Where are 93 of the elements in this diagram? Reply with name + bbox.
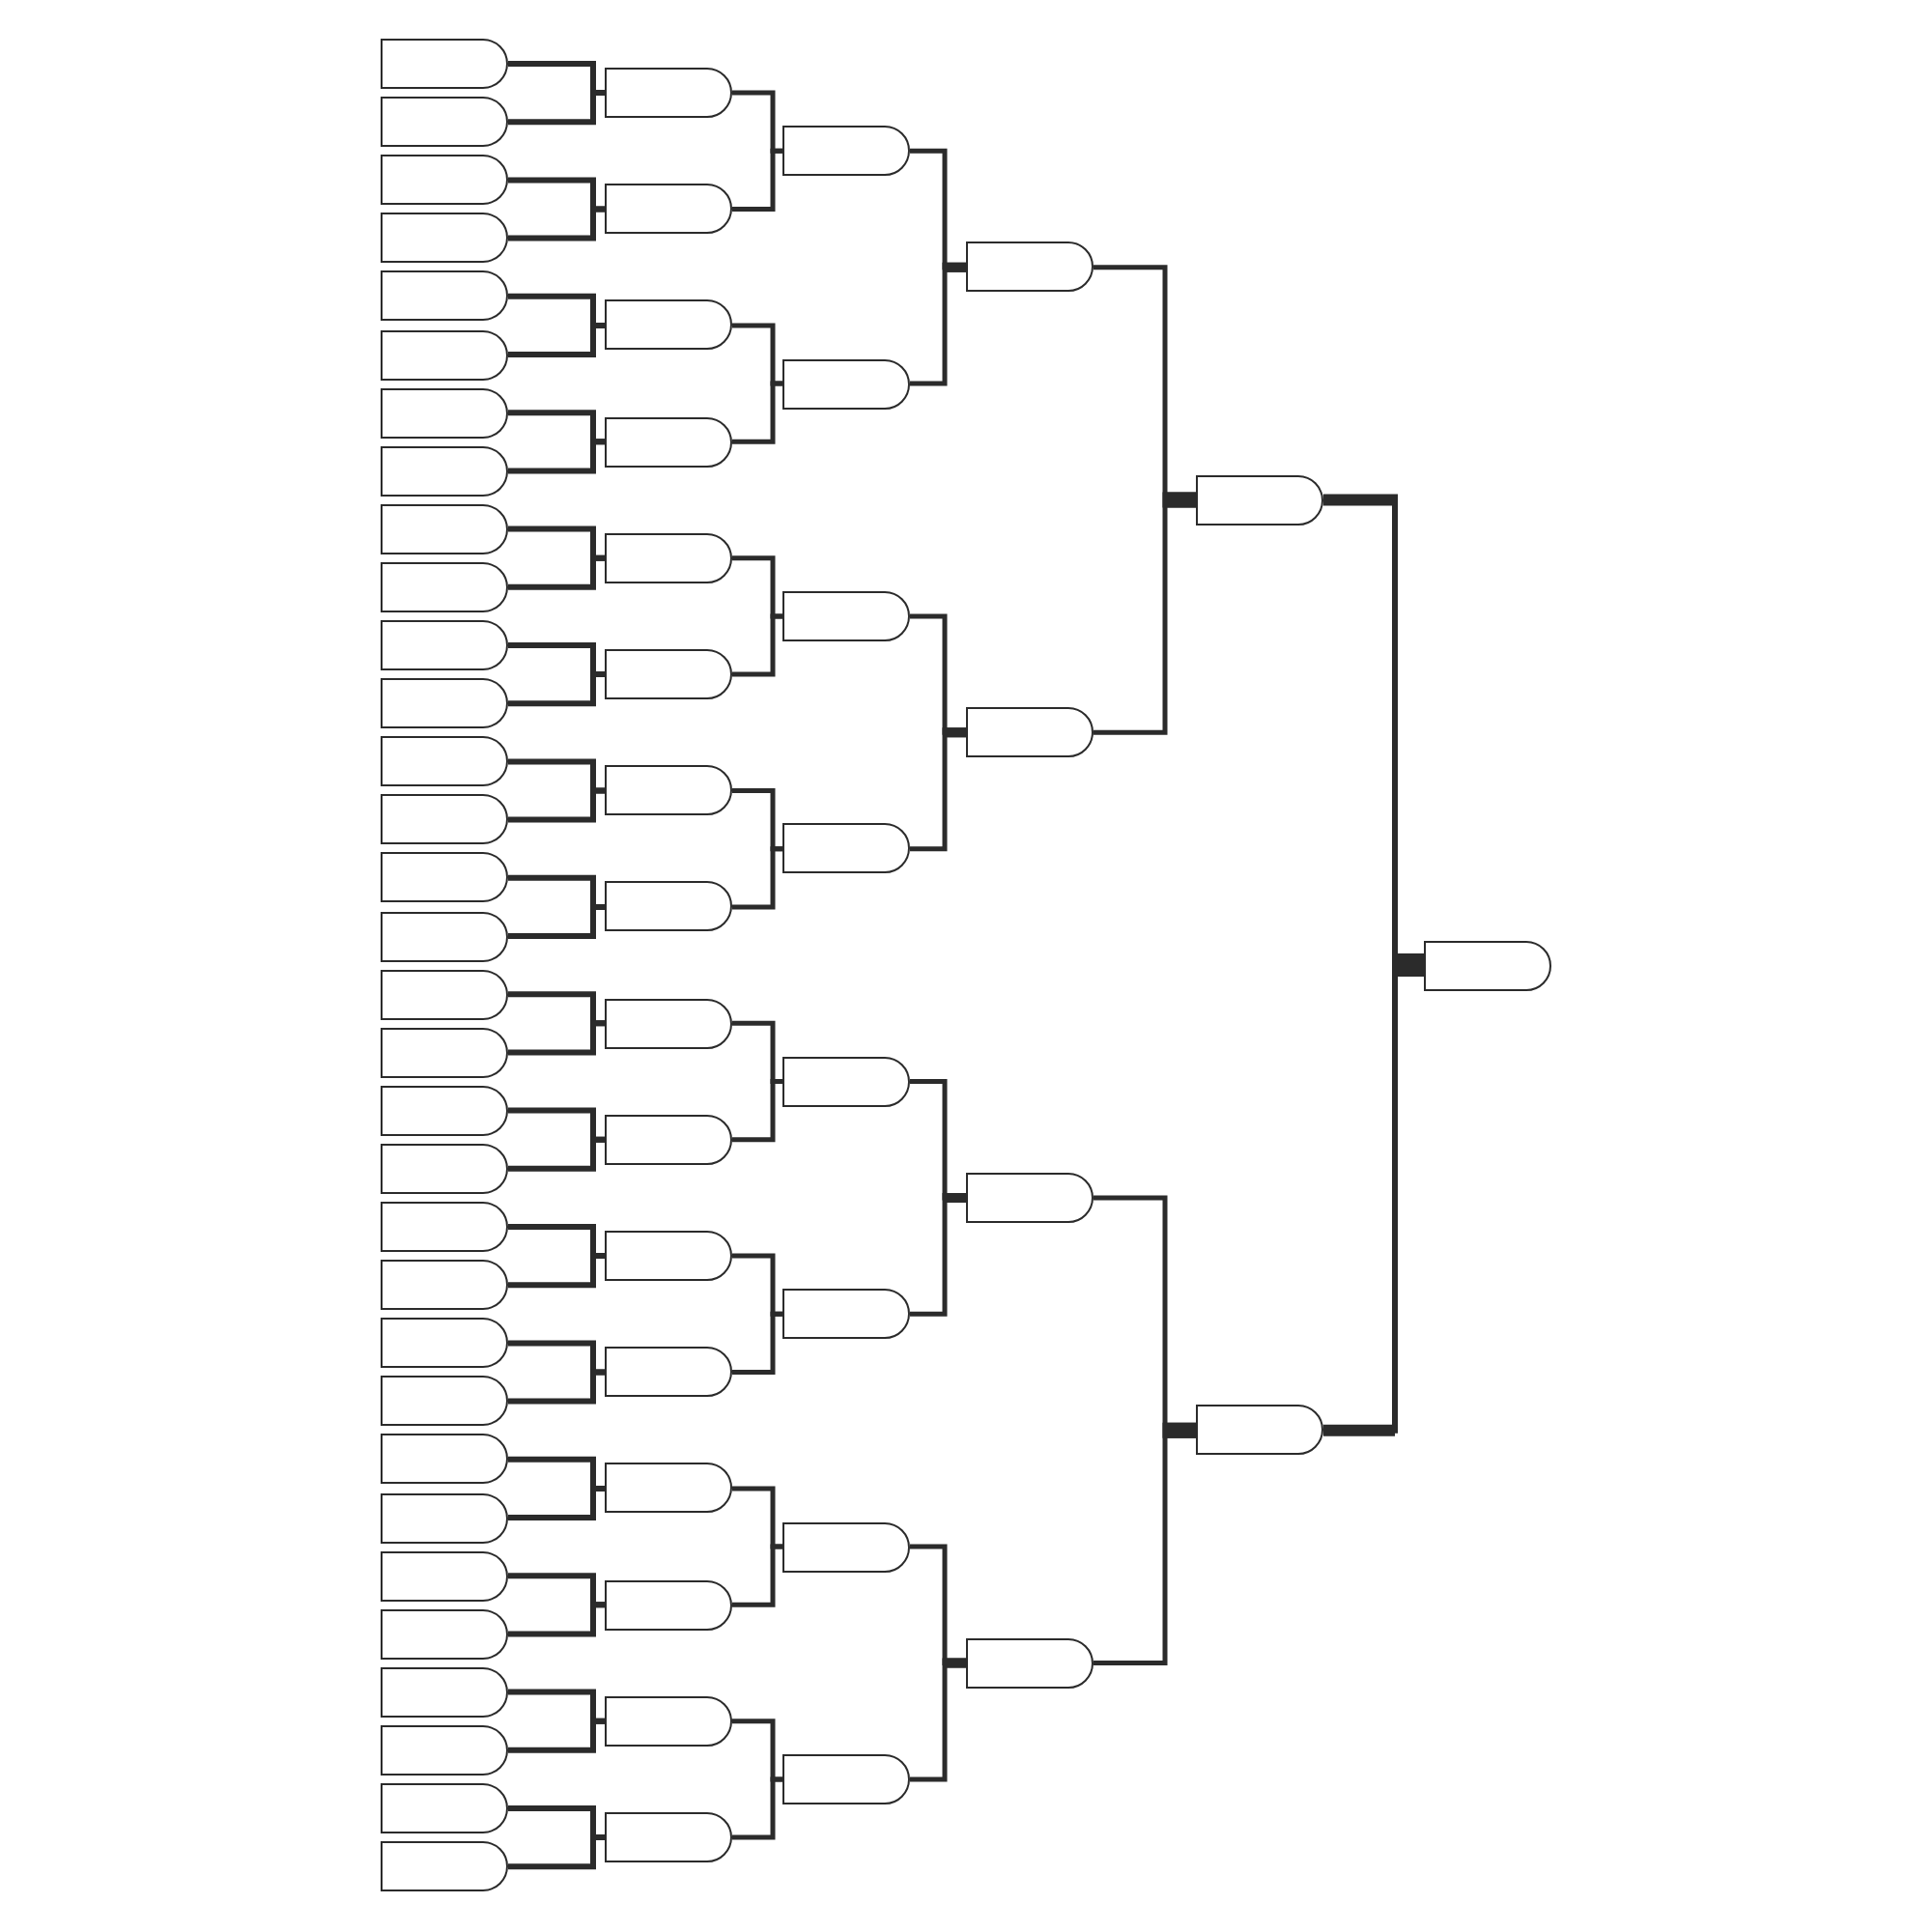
- bracket-slot: [1196, 474, 1323, 526]
- bracket-line: [508, 1136, 605, 1172]
- bracket-line: [732, 613, 782, 677]
- bracket-slot: [381, 1492, 508, 1543]
- bracket-line: [508, 1834, 605, 1870]
- bracket-slot: [605, 1579, 732, 1631]
- bracket-slot: [381, 1260, 508, 1311]
- bracket-line: [508, 1253, 605, 1289]
- bracket-slot: [605, 1463, 732, 1514]
- bracket-line: [1094, 492, 1198, 735]
- bracket-slot: [605, 765, 732, 816]
- bracket-line: [732, 381, 782, 444]
- bracket-slot: [381, 1434, 508, 1485]
- bracket-slot: [605, 532, 732, 583]
- bracket-slot: [381, 736, 508, 787]
- bracket-slot: [381, 678, 508, 729]
- bracket-slot: [782, 358, 910, 410]
- bracket-slot: [782, 1753, 910, 1804]
- bracket-line: [732, 846, 782, 910]
- bracket-line: [1094, 1422, 1198, 1665]
- bracket-slot: [381, 155, 508, 206]
- bracket-slot: [966, 1637, 1094, 1689]
- bracket-slot: [381, 969, 508, 1020]
- bracket-line: [732, 1544, 782, 1607]
- bracket-slot: [1196, 1405, 1323, 1456]
- bracket-slot: [381, 1376, 508, 1427]
- bracket-slot: [381, 561, 508, 612]
- bracket-line: [508, 1020, 605, 1056]
- bracket-line: [508, 1602, 605, 1637]
- bracket-slot: [966, 707, 1094, 758]
- bracket-slot: [782, 1521, 910, 1573]
- bracket-line: [910, 727, 967, 852]
- bracket-slot: [381, 1550, 508, 1602]
- bracket-slot: [381, 1608, 508, 1660]
- bracket-line: [508, 671, 605, 707]
- bracket-slot: [1424, 940, 1551, 991]
- bracket-line: [508, 439, 605, 474]
- bracket-line: [732, 148, 782, 212]
- bracket-slot: [782, 823, 910, 874]
- bracket-line: [732, 1776, 782, 1840]
- bracket-line: [508, 322, 605, 357]
- bracket-line: [910, 262, 967, 386]
- bracket-line: [508, 1718, 605, 1753]
- bracket-slot: [605, 998, 732, 1049]
- bracket-slot: [605, 68, 732, 119]
- bracket-slot: [782, 590, 910, 641]
- bracket-line: [508, 206, 605, 242]
- bracket-line: [732, 1311, 782, 1375]
- bracket-slot: [381, 794, 508, 845]
- bracket-slot: [966, 242, 1094, 293]
- bracket-slot: [381, 387, 508, 439]
- bracket-line: [508, 1485, 605, 1520]
- bracket-slot: [605, 649, 732, 700]
- bracket-slot: [782, 1289, 910, 1340]
- bracket-line: [910, 1658, 967, 1782]
- bracket-slot: [782, 126, 910, 177]
- bracket-slot: [605, 881, 732, 932]
- bracket-slot: [605, 1231, 732, 1282]
- bracket-slot: [605, 1812, 732, 1863]
- bracket-slot: [605, 416, 732, 468]
- bracket-slot: [381, 503, 508, 554]
- bracket-slot: [381, 213, 508, 264]
- bracket-slot: [605, 184, 732, 235]
- bracket-line: [508, 554, 605, 590]
- bracket-slot: [605, 1695, 732, 1747]
- bracket-slot: [381, 1783, 508, 1833]
- bracket-slot: [381, 1085, 508, 1136]
- bracket-slot: [605, 1347, 732, 1398]
- bracket-slot: [381, 97, 508, 148]
- bracket-line: [732, 1079, 782, 1143]
- bracket-slot: [381, 620, 508, 670]
- bracket-slot: [381, 329, 508, 380]
- bracket-slot: [381, 852, 508, 903]
- bracket-slot: [381, 1143, 508, 1194]
- bracket-slot: [381, 1318, 508, 1369]
- bracket-slot: [605, 299, 732, 351]
- bracket-slot: [381, 270, 508, 322]
- bracket-slot: [381, 1666, 508, 1718]
- bracket-line: [508, 787, 605, 823]
- bracket-line: [910, 1192, 967, 1317]
- bracket-slot: [381, 1724, 508, 1776]
- bracket-slot: [966, 1172, 1094, 1223]
- bracket-slot: [381, 445, 508, 497]
- bracket-slot: [381, 911, 508, 961]
- bracket-slot: [381, 1027, 508, 1078]
- bracket-line: [508, 1369, 605, 1405]
- bracket-slot: [381, 1841, 508, 1892]
- bracket-slot: [381, 1202, 508, 1252]
- bracket-slot: [605, 1114, 732, 1165]
- bracket-line: [508, 90, 605, 126]
- bracket-slot: [782, 1056, 910, 1107]
- bracket-slot: [381, 39, 508, 89]
- bracket-line: [508, 903, 605, 939]
